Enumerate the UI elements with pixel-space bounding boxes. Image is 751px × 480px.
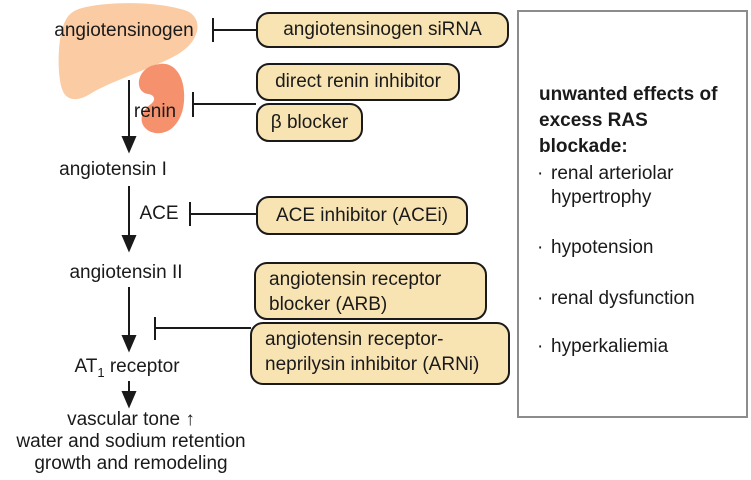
bullet-dot-icon: · — [537, 163, 544, 184]
drug-box-arb: angiotensin receptor blocker (ARB) — [254, 262, 487, 320]
bullet-renal-arteriolar-hypertrophy: · renal arteriolar hypertrophy — [537, 163, 674, 208]
inhibition-sirna — [212, 18, 256, 42]
arrowhead-angiotensin1 — [121, 136, 137, 154]
bullet-hyperkaliemia: · hyperkaliemia — [537, 336, 669, 357]
drug-box-beta-blocker: β blocker — [256, 103, 363, 142]
bullet-dot-icon: · — [537, 336, 544, 357]
kidney-shape — [138, 63, 185, 134]
outcome-vascular-tone: vascular tone ↑ — [67, 409, 195, 430]
node-angiotensinogen: angiotensinogen — [54, 20, 194, 41]
inhibition-renin — [192, 92, 256, 117]
drug-box-arni: angiotensin receptor- neprilysin inhibit… — [250, 322, 510, 385]
unwanted-effects-panel: unwanted effects of excess RAS blockade:… — [517, 10, 748, 418]
node-renin: renin — [133, 101, 177, 122]
outcome-water-sodium-retention: water and sodium retention — [16, 431, 246, 452]
drug-box-direct-renin-inhibitor: direct renin inhibitor — [256, 63, 460, 101]
panel-title: unwanted effects of excess RAS blockade: — [539, 84, 718, 157]
arrowhead-at1 — [121, 335, 137, 353]
inhibition-ace — [189, 202, 256, 226]
pathway-outcomes: vascular tone ↑ water and sodium retenti… — [0, 409, 262, 475]
liver-shape — [58, 3, 198, 100]
bullet-hypotension: · hypotension — [537, 237, 654, 258]
node-angiotensin-2: angiotensin II — [69, 262, 183, 283]
bullet-dot-icon: · — [537, 237, 544, 258]
drug-box-angiotensinogen-sirna: angiotensinogen siRNA — [256, 12, 509, 48]
outcome-growth-remodeling: growth and remodeling — [34, 453, 228, 474]
bullet-renal-dysfunction: · renal dysfunction — [537, 288, 695, 309]
drug-box-ace-inhibitor: ACE inhibitor (ACEi) — [256, 196, 468, 235]
arrowhead-angiotensin2 — [121, 235, 137, 253]
node-at1-receptor: AT1 receptor — [74, 356, 180, 380]
node-ace: ACE — [139, 203, 179, 224]
bullet-dot-icon: · — [537, 288, 544, 309]
node-angiotensin-1: angiotensin I — [59, 159, 167, 180]
inhibition-arb-arni — [154, 317, 251, 340]
arrowhead-effects — [121, 391, 137, 409]
